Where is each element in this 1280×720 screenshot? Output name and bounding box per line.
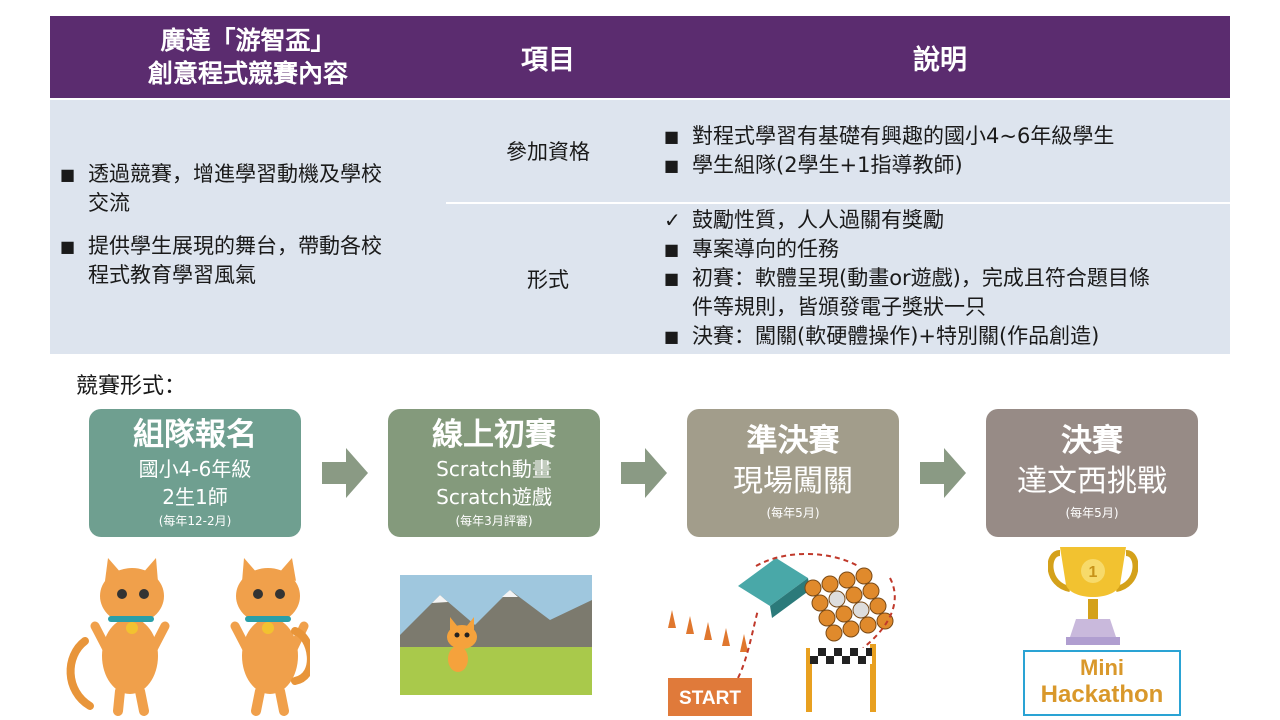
format-bullet: ■ 決賽：闖關(軟硬體操作)+特別關(作品創造) [664, 322, 1230, 351]
format-bullet: ■ 專案導向的任務 [664, 235, 1230, 264]
goal-text: 程式教育學習風氣 [88, 263, 256, 287]
eligibility-description: ■ 對程式學習有基礎有興趣的國小4~6年級學生 ■ 學生組隊(2學生+1指導教師… [650, 100, 1230, 202]
square-bullet-icon: ■ [664, 269, 680, 288]
eligibility-text: 學生組隊(2學生+1指導教師) [692, 153, 963, 177]
trophy-icon: 1 [1048, 547, 1138, 645]
header-title-line2: 創意程式競賽內容 [147, 59, 348, 88]
scratch-scene-illustration [400, 575, 592, 695]
format-bullet: ■ 初賽：軟體呈現(動畫or遊戲)，完成且符合題目條 件等規則，皆頒發電子獎狀一… [664, 264, 1230, 322]
eligibility-bullet: ■ 學生組隊(2學生+1指導教師) [664, 151, 1230, 180]
goal-text: 提供學生展現的舞台，帶動各校 [88, 234, 382, 258]
goals-cell: ■ 透過競賽，增進學習動機及學校 交流 ■ 提供學生展現的舞台，帶動各校 程式教… [50, 100, 446, 354]
format-text: 專案導向的任務 [692, 237, 839, 261]
right-arrow-icon [322, 448, 368, 498]
format-bullet: ✓ 鼓勵性質，人人過關有獎勵 [664, 206, 1230, 235]
header-competition-title: 廣達「游智盃」 創意程式競賽內容 [50, 16, 446, 98]
step-schedule: (每年5月) [1065, 506, 1119, 520]
step-schedule: (每年5月) [766, 506, 820, 520]
scratch-cat-icon [447, 617, 477, 672]
step-online-preliminary: 線上初賽 Scratch動畫 Scratch遊戲 (每年3月評審) [388, 409, 600, 537]
cat-left-icon [66, 558, 170, 716]
format-description: ✓ 鼓勵性質，人人過關有獎勵 ■ 專案導向的任務 ■ 初賽：軟體呈現(動畫or遊… [650, 204, 1230, 354]
checkmark-icon: ✓ [664, 208, 681, 232]
step-title: 線上初賽 [432, 417, 556, 453]
square-bullet-icon: ■ [664, 327, 680, 346]
header-description: 說明 [650, 16, 1230, 98]
item-eligibility: 參加資格 [446, 100, 650, 202]
header-title-line1: 廣達「游智盃」 [160, 26, 336, 55]
mini-hackathon-badge: Mini Hackathon [1023, 650, 1181, 716]
start-sign [668, 678, 752, 716]
square-bullet-icon: ■ [664, 127, 680, 146]
step-detail: 現場闖關 [733, 464, 853, 499]
section-title: 競賽形式： [76, 374, 187, 399]
square-bullet-icon: ■ [60, 165, 76, 184]
step-detail: Scratch遊戲 [436, 485, 552, 509]
goal-text: 透過競賽，增進學習動機及學校 [88, 162, 382, 186]
cats-illustration [66, 558, 310, 716]
format-text: 決賽：闖關(軟硬體操作)+特別關(作品創造) [692, 324, 1100, 348]
step-detail: 2生1師 [162, 485, 228, 509]
step-detail: 國小4-6年級 [138, 457, 252, 481]
hackathon-line2: Hackathon [1040, 681, 1164, 708]
step-schedule: (每年12-2月) [158, 514, 232, 528]
tire-grid [804, 567, 894, 642]
format-text: 鼓勵性質，人人過關有獎勵 [692, 208, 944, 232]
right-arrow-icon [621, 448, 667, 498]
step-registration: 組隊報名 國小4-6年級 2生1師 (每年12-2月) [89, 409, 301, 537]
square-bullet-icon: ■ [664, 156, 680, 175]
trophy-number: 1 [1089, 564, 1098, 581]
step-schedule: (每年3月評審) [455, 514, 533, 528]
goal-bullet: ■ 提供學生展現的舞台，帶動各校 程式教育學習風氣 [60, 232, 436, 290]
item-format: 形式 [446, 204, 650, 354]
cat-right-icon [230, 558, 310, 716]
format-text: 初賽：軟體呈現(動畫or遊戲)，完成且符合題目條 [692, 266, 1150, 290]
step-semifinal: 準決賽 現場闖關 (每年5月) [687, 409, 899, 537]
step-title: 決賽 [1061, 423, 1123, 459]
obstacle-course-illustration: START [668, 552, 896, 716]
eligibility-bullet: ■ 對程式學習有基礎有興趣的國小4~6年級學生 [664, 122, 1230, 151]
goal-bullet: ■ 透過競賽，增進學習動機及學校 交流 [60, 160, 436, 218]
right-arrow-icon [920, 448, 966, 498]
square-bullet-icon: ■ [664, 240, 680, 259]
step-final: 決賽 達文西挑戰 (每年5月) [986, 409, 1198, 537]
eligibility-text: 對程式學習有基礎有興趣的國小4~6年級學生 [692, 124, 1115, 148]
step-detail: 達文西挑戰 [1017, 464, 1167, 499]
goal-text: 交流 [88, 191, 130, 215]
competition-table: 廣達「游智盃」 創意程式競賽內容 項目 說明 ■ 透過競賽，增進學習動機及學校 … [50, 16, 1230, 354]
format-text: 件等規則，皆頒發電子獎狀一只 [692, 295, 986, 319]
hackathon-line1: Mini [1080, 655, 1124, 680]
finish-gate [806, 644, 876, 712]
square-bullet-icon: ■ [60, 237, 76, 256]
step-title: 組隊報名 [133, 417, 257, 453]
start-label: START [679, 688, 741, 709]
step-title: 準決賽 [746, 423, 840, 459]
cones [668, 610, 748, 652]
step-detail: Scratch動畫 [436, 457, 552, 481]
header-item: 項目 [446, 16, 650, 98]
